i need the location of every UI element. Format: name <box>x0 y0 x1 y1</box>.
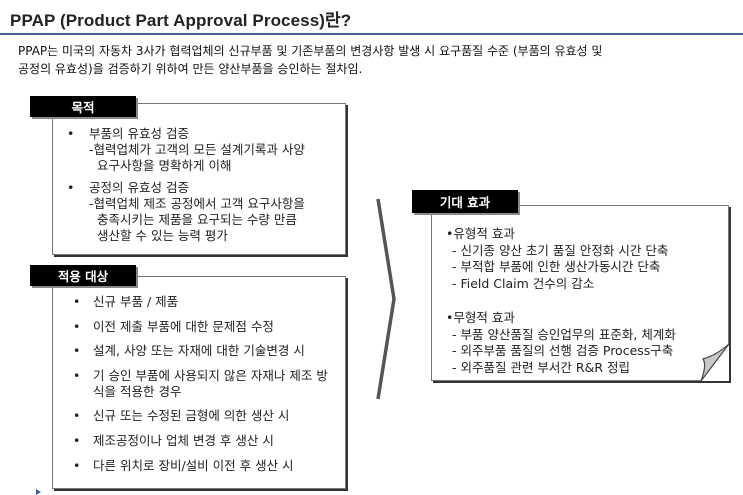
intro-line-1: PPAP는 미국의 자동차 3사가 협력업체의 신규부품 및 기존부품의 변경사… <box>18 44 603 58</box>
bullet-icon: • <box>73 343 81 359</box>
purpose-box: • 부품의 유효성 검증 -협력업체가 고객의 모든 설계기록과 사양 요구사항… <box>52 103 346 255</box>
purpose-item-detail: 충족시키는 제품을 요구되는 수량 만큼 <box>97 212 297 227</box>
intangible-item: - 부품 양산품질 승인업무의 표준화, 체계화 <box>452 326 676 342</box>
purpose-item-detail: -협력업체가 고객의 모든 설계기록과 사양 <box>89 142 305 157</box>
page-title: PPAP (Product Part Approval Process)란? <box>10 11 352 30</box>
bullet-icon: • <box>73 408 81 424</box>
scope-item-text: 신규 부품 / 제품 <box>93 294 179 309</box>
scope-list: • 신규 부품 / 제품 • 이전 제출 부품에 대한 문제점 수정 • 설계, 사양… <box>73 294 338 482</box>
bullet-icon: • <box>67 180 75 195</box>
purpose-item: • 공정의 유효성 검증 -협력업체 제조 공정에서 고객 요구사항을 충족시키… <box>67 180 342 244</box>
tangible-item: - 부적합 부품에 인한 생산가동시간 단축 <box>452 259 661 274</box>
effect-label: 기대 효과 <box>412 190 518 213</box>
purpose-item: • 부품의 유효성 검증 -협력업체가 고객의 모든 설계기록과 사양 요구사항… <box>67 126 342 174</box>
page-curl-icon <box>700 343 729 381</box>
bullet-icon: • <box>73 367 81 383</box>
intro-paragraph: PPAP는 미국의 자동차 3사가 협력업체의 신규부품 및 기존부품의 변경사… <box>18 42 728 78</box>
purpose-item-detail: 요구사항을 명확하게 이해 <box>97 158 232 173</box>
bullet-icon: • <box>73 318 81 334</box>
scope-label: 적용 대상 <box>30 265 136 286</box>
bullet-icon: • <box>73 432 81 448</box>
scope-box: • 신규 부품 / 제품 • 이전 제출 부품에 대한 문제점 수정 • 설계, 사양… <box>52 276 346 489</box>
scope-item-text: 설계, 사양 또는 자재에 대한 기술변경 시 <box>93 343 305 359</box>
corner-marker-icon <box>36 489 41 495</box>
title-divider <box>0 33 743 35</box>
chevron-right-icon <box>376 198 396 400</box>
purpose-item-detail: 생산할 수 있는 능력 평가 <box>97 228 228 243</box>
purpose-label: 목적 <box>30 96 136 117</box>
scope-item: • 신규 부품 / 제품 <box>73 294 338 310</box>
scope-item: • 제조공정이나 업체 변경 후 생산 시 <box>73 433 338 449</box>
tangible-item: - 신기종 양산 초기 품질 안정화 시간 단축 <box>452 242 669 258</box>
scope-item-text: 다른 위치로 장비/설비 이전 후 생산 시 <box>93 457 294 473</box>
scope-item: • 기 승인 부품에 사용되지 않은 자재나 제조 방식을 적용한 경우 <box>73 368 338 400</box>
tangible-heading: •유형적 효과 <box>446 226 515 241</box>
scope-item: • 신규 또는 수정된 금형에 의한 생산 시 <box>73 408 338 424</box>
intangible-heading: •무형적 효과 <box>446 310 515 325</box>
bullet-icon: • <box>73 294 81 309</box>
scope-item: • 이전 제출 부품에 대한 문제점 수정 <box>73 319 338 335</box>
scope-item-text: 제조공정이나 업체 변경 후 생산 시 <box>93 432 274 448</box>
intangible-effects: •무형적 효과 - 부품 양산품질 승인업무의 표준화, 체계화 - 외주부품 … <box>446 310 726 376</box>
tangible-effects: •유형적 효과 - 신기종 양산 초기 품질 안정화 시간 단축 - 부적합 부… <box>446 226 726 292</box>
intangible-item: - 외주품질 관련 부서간 R&R 정립 <box>452 359 630 375</box>
effect-box: •유형적 효과 - 신기종 양산 초기 품질 안정화 시간 단축 - 부적합 부… <box>431 205 729 381</box>
scope-item: • 다른 위치로 장비/설비 이전 후 생산 시 <box>73 458 338 474</box>
purpose-item-title: 부품의 유효성 검증 <box>89 126 189 141</box>
bullet-icon: • <box>73 457 81 473</box>
intangible-item: - 외주부품 품질의 선행 검증 Process구축 <box>452 343 674 358</box>
intro-line-2: 공정의 유효성)을 검증하기 위하여 만든 양산부품을 승인하는 절차임. <box>18 62 363 76</box>
bullet-icon: • <box>67 126 75 141</box>
scope-item: • 설계, 사양 또는 자재에 대한 기술변경 시 <box>73 343 338 359</box>
purpose-item-title: 공정의 유효성 검증 <box>89 180 189 195</box>
scope-item-text: 이전 제출 부품에 대한 문제점 수정 <box>93 318 274 334</box>
purpose-item-detail: -협력업체 제조 공정에서 고객 요구사항을 <box>89 196 305 211</box>
scope-item-text: 기 승인 부품에 사용되지 않은 자재나 제조 방식을 적용한 경우 <box>93 367 328 399</box>
tangible-item: - Field Claim 건수의 감소 <box>452 275 595 291</box>
purpose-list: • 부품의 유효성 검증 -협력업체가 고객의 모든 설계기록과 사양 요구사항… <box>67 126 342 250</box>
scope-item-text: 신규 또는 수정된 금형에 의한 생산 시 <box>93 408 290 424</box>
